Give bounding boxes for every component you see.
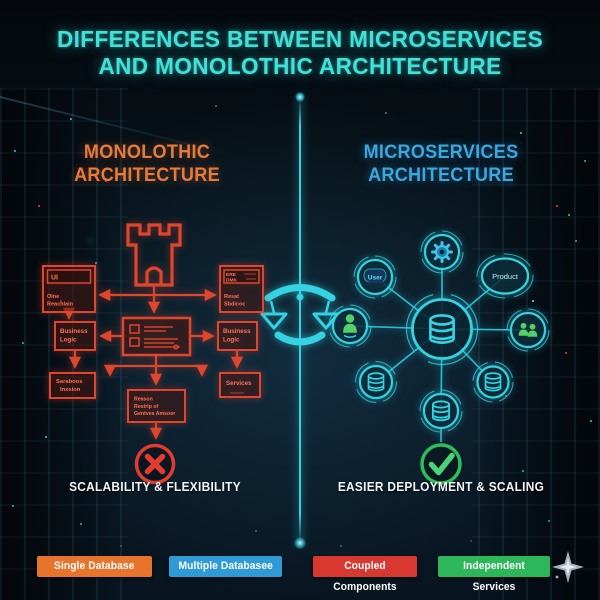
deploy-box: [127, 389, 186, 423]
scales-right-chain: [324, 300, 331, 314]
scales-left-pan: [260, 312, 288, 330]
erp-box-titlebar: [223, 269, 260, 284]
microservices-diagram: Product: [328, 230, 550, 442]
gear-service-node: [420, 230, 464, 274]
check-icon: [420, 443, 462, 485]
scales-top-arc: [264, 284, 336, 302]
erp-box-sub2: Sbdicoc: [224, 302, 245, 308]
product-node-label: Product: [492, 272, 519, 281]
database-service-node-b: [419, 389, 463, 433]
sparkle-icon: [552, 551, 584, 583]
deploy-box-line2: Restrip of: [134, 404, 158, 410]
ui-box-sub2: Reachlain: [47, 302, 74, 308]
ui-box-sub1: Olne: [47, 294, 59, 300]
monolith-core-box: [121, 316, 192, 357]
person-arc: [343, 334, 357, 338]
business-logic-left-label2: Logic: [60, 337, 77, 344]
database-service-node-br: [472, 361, 514, 403]
business-logic-right-label1: Business: [223, 328, 251, 335]
ui-box-titlebar: [46, 269, 92, 284]
scales-bottom-arc: [274, 331, 326, 346]
castle-icon: [126, 223, 182, 287]
microservices-heading: MICROSERVICES ARCHITECTURE: [341, 141, 541, 187]
user-service-node: [328, 304, 372, 348]
user-node-label: User: [368, 275, 383, 282]
page-title: DIFFERENCES BETWEEN MICROSERVICES AND MO…: [12, 26, 588, 80]
database-service-node-bl: [354, 360, 398, 404]
server-led-dots: [0, 0, 2, 2]
scales-right-pan: [312, 312, 340, 330]
ui-box-label: UI: [51, 275, 58, 282]
product-service-node: Product: [476, 253, 534, 299]
monolithic-verdict: SCALABILITY & FLEXIBILITY: [69, 480, 241, 494]
user-cloud-node: User: [353, 255, 397, 299]
deploy-box-line1: Reason: [134, 397, 153, 403]
erp-box-label1: ERE: [226, 272, 237, 278]
monolithic-heading-line2: ARCHITECTURE: [74, 165, 220, 186]
ui-box: [42, 265, 96, 313]
business-logic-right-label2: Logic: [223, 337, 240, 344]
legend-single-database: Single Database: [37, 556, 152, 577]
microservices-verdict: EASIER DEPLOYMENT & SCALING: [337, 480, 545, 494]
database-box-label2: Inxsion: [60, 387, 81, 393]
monolithic-connectors: [62, 285, 244, 440]
erp-box-sub1: Resat: [224, 294, 239, 300]
scales-left-chain: [269, 300, 276, 314]
business-logic-right-box: [217, 321, 258, 351]
legend-multiple-databases-label: Multiple Databasee: [178, 560, 273, 572]
server-rack-left: [0, 88, 128, 600]
monolithic-heading-line1: MONOLOTHIC: [83, 142, 211, 163]
microservices-heading-line2: ARCHITECTURE: [368, 165, 514, 186]
legend-coupled-components-label: Coupled Components: [333, 560, 397, 593]
user-cloud-icon: User: [363, 268, 387, 283]
deploy-box-line3: Gentves Amsoor: [134, 411, 175, 417]
balance-scales-icon: [260, 284, 340, 346]
erp-box-label2: DMK: [226, 278, 237, 284]
gear-icon: [431, 241, 453, 263]
center-divider-line: [294, 92, 306, 549]
scales-pivot: [296, 293, 304, 301]
monolithic-diagram: UI Olne Reachlain ERE DMK Resat Sbdicoc …: [42, 223, 264, 440]
business-logic-left-label1: Business: [60, 328, 88, 335]
core-box-glyphs: [129, 324, 180, 350]
legend-coupled-components: Coupled Components: [313, 556, 417, 593]
legend-multiple-databases: Multiple Databasee: [169, 556, 282, 577]
database-box: [49, 372, 96, 399]
legend-single-database-label: Single Database: [54, 560, 135, 572]
monolithic-heading: MONOLOTHIC ARCHITECTURE: [47, 141, 247, 187]
business-logic-left-box: [54, 321, 96, 351]
erp-box-dashes: [230, 273, 256, 394]
legend-independent-services-label: Independent Services: [463, 560, 525, 593]
cross-icon: [134, 443, 176, 485]
services-box-label: Services: [226, 380, 252, 387]
page-title-line2: AND MONOLOTHIC ARCHITECTURE: [98, 53, 502, 79]
legend-independent-services: Independent Services: [438, 556, 550, 593]
database-box-label1: Saraboos: [56, 379, 82, 385]
team-service-node: [506, 308, 550, 352]
central-database-hub: [405, 292, 479, 366]
page-title-line1: DIFFERENCES BETWEEN MICROSERVICES: [56, 26, 544, 52]
microservices-heading-line1: MICROSERVICES: [363, 142, 519, 163]
